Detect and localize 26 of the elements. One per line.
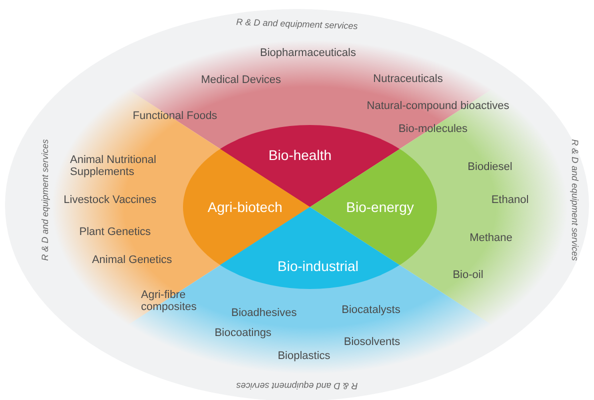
ring-label: R & D and equipment services	[236, 380, 358, 392]
item-label: Bio-oil	[452, 269, 484, 281]
item-label: Plant Genetics	[79, 226, 151, 238]
sector-title: Bio-energy	[346, 198, 414, 215]
item-label: Medical Devices	[200, 74, 282, 86]
item-label: Bioplastics	[278, 350, 330, 362]
item-label: Biocoatings	[214, 327, 272, 339]
ring-label: R & D and equipment services	[569, 139, 581, 261]
sector-title: Agri-biotech	[208, 198, 282, 215]
item-label: Biopharmaceuticals	[260, 47, 356, 59]
item-label: Animal Nutritional Supplements	[70, 154, 158, 178]
sector-title: Bio-health	[268, 147, 332, 163]
ring-label: R & D and equipment services	[39, 139, 51, 261]
item-label: Biosolvents	[344, 336, 400, 348]
item-label: Methane	[470, 232, 512, 244]
item-label: Biodiesel	[468, 161, 512, 173]
item-label: Natural-compound bioactives	[366, 100, 510, 112]
item-label: Functional Foods	[132, 110, 218, 122]
item-label: Bioadhesives	[231, 307, 297, 319]
item-label: Livestock Vaccines	[64, 194, 156, 206]
item-label: Biocatalysts	[342, 304, 400, 316]
item-label: Animal Genetics	[92, 254, 172, 266]
item-label: Nutraceuticals	[373, 73, 443, 85]
item-label: Ethanol	[491, 194, 529, 206]
sector-title: Bio-industrial	[278, 258, 358, 274]
ring-label: R & D and equipment services	[236, 16, 358, 32]
